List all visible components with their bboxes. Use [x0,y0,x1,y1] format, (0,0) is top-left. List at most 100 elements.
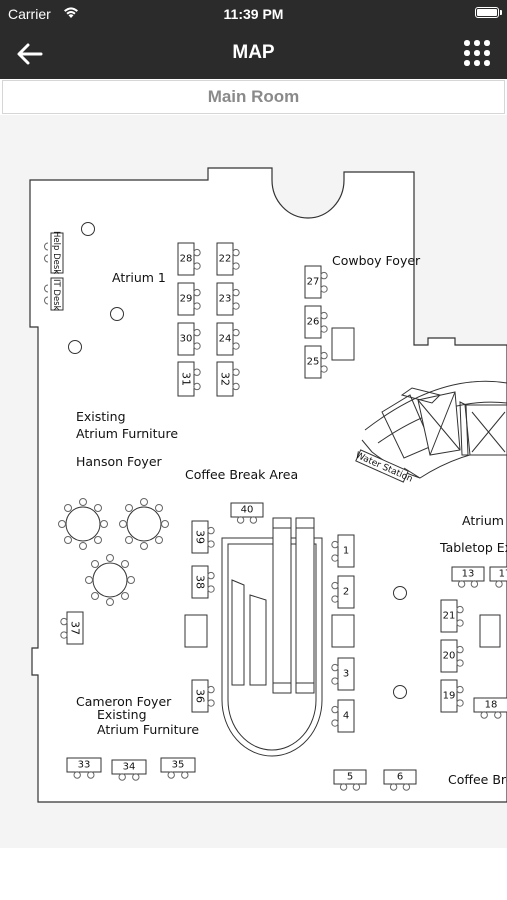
area-label-coffee-bre: Coffee Bre [448,772,507,787]
table-22[interactable]: 22 [216,242,240,276]
table-rect [440,679,458,713]
chair-icon [87,771,95,779]
table-rect [337,575,355,609]
table-5[interactable]: 5 [333,769,367,791]
chair-icon [181,771,189,779]
chair-icon [320,351,328,360]
table-4[interactable]: 4 [331,699,355,733]
chair-icon [456,659,464,667]
help-desk[interactable] [50,232,64,274]
table-number: 35 [172,760,185,771]
chair-icon [331,554,339,562]
table-number: 38 [194,575,207,589]
chair-icon [207,571,215,580]
water-station[interactable] [355,449,409,483]
table-rect [191,679,209,713]
table-number: 27 [307,277,320,288]
floor-map[interactable]: Help Desk IT Desk Water Station [0,115,507,848]
chair-icon [193,302,201,310]
chair-icon [331,719,339,727]
table-rect [304,265,322,299]
area-label-atrium-1: Atrium 1 [112,270,166,285]
area-label-existing-2: Existing [97,707,147,722]
table-2[interactable]: 2 [331,575,355,609]
table-21[interactable]: 21 [440,599,464,633]
table-18[interactable]: 18 [473,697,507,719]
chair-icon [331,540,339,549]
area-label-coffee-break-area: Coffee Break Area [185,467,298,482]
table-34[interactable]: 34 [111,759,147,781]
table-number: 2 [343,587,349,598]
table-rect [383,769,417,785]
chair-icon [320,271,328,280]
table-26[interactable]: 26 [304,305,328,339]
it-desk-label: IT Desk [51,279,61,311]
table-rect [451,566,485,582]
table-24[interactable]: 24 [216,322,240,356]
area-label-existing-1: Existing [76,409,126,424]
table-20[interactable]: 20 [440,639,464,673]
battery-icon [475,7,499,18]
table-27[interactable]: 27 [304,265,328,299]
display-stand [184,614,208,648]
pillar [393,685,407,699]
table-28[interactable]: 28 [177,242,201,276]
table-6[interactable]: 6 [383,769,417,791]
table-25[interactable]: 25 [304,345,328,379]
table-rect [337,534,355,568]
table-number: 39 [194,530,207,544]
chair-icon [320,325,328,333]
area-label-atrium-furniture-2: Atrium Furniture [97,722,199,737]
table-40[interactable]: 40 [230,502,264,524]
area-label-atrium-furniture-1: Atrium Furniture [76,426,178,441]
back-button[interactable] [14,40,46,68]
chair-icon [232,262,240,270]
table-30[interactable]: 30 [177,322,201,356]
chair-icon [320,285,328,293]
display-stand [331,614,355,648]
table-1[interactable]: 1 [331,534,355,568]
table-32[interactable]: 32 [216,361,240,397]
table-rect [216,282,234,316]
table-rect [216,322,234,356]
table-number: 33 [78,760,91,771]
table-39[interactable]: 39 [191,520,215,554]
table-number: 31 [180,372,193,386]
table-rect [111,759,147,775]
floor-plan-svg: Help Desk IT Desk Water Station [29,167,507,803]
table-19[interactable]: 19 [440,679,464,713]
table-rect [440,639,458,673]
table-rect [489,566,507,582]
table-number: 40 [241,505,254,516]
table-number: 19 [443,691,456,702]
table-35[interactable]: 35 [160,757,196,779]
menu-button[interactable] [463,39,491,67]
table-29[interactable]: 29 [177,282,201,316]
tab-main-room[interactable]: Main Room [2,80,505,114]
chair-icon [232,248,240,257]
table-13[interactable]: 13 [451,566,485,588]
it-desk[interactable] [50,277,64,311]
table-17[interactable]: 17 [489,566,507,588]
chair-icon [236,516,245,524]
status-time: 11:39 PM [223,6,284,22]
chair-icon [132,773,140,781]
chair-icon [232,342,240,350]
chair-icon [207,699,215,707]
table-37[interactable]: 37 [60,611,84,645]
table-number: 1 [343,546,349,557]
chair-icon [232,382,240,391]
chair-icon [232,328,240,337]
chair-icon [207,526,215,535]
table-38[interactable]: 38 [191,565,215,599]
table-31[interactable]: 31 [177,361,201,397]
table-36[interactable]: 36 [191,679,215,713]
table-3[interactable]: 3 [331,657,355,691]
table-number: 23 [219,294,232,305]
wifi-icon [64,7,78,18]
table-33[interactable]: 33 [66,757,102,779]
carrier-label: Carrier [8,6,51,22]
table-number: 22 [219,254,232,265]
table-23[interactable]: 23 [216,282,240,316]
